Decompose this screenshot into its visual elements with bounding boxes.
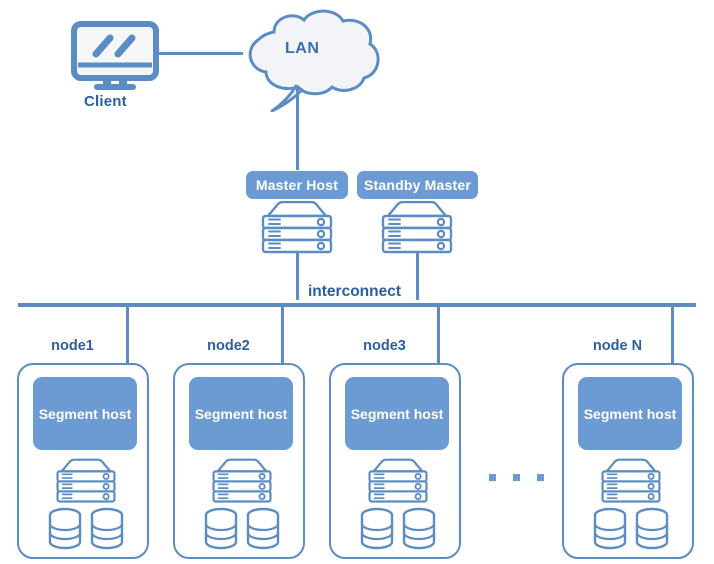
client-to-lan-connector bbox=[157, 52, 243, 55]
node-box-n[interactable]: Segment host bbox=[562, 363, 694, 559]
database-icon bbox=[89, 507, 125, 555]
database-icon bbox=[592, 507, 628, 555]
server-rack-icon bbox=[362, 458, 434, 509]
node2-drop-line bbox=[281, 305, 284, 365]
node-box-2[interactable]: Segment host bbox=[173, 363, 305, 559]
database-icon bbox=[634, 507, 670, 555]
monitor-icon bbox=[70, 20, 160, 97]
node2-label: node2 bbox=[207, 338, 250, 354]
node1-label: node1 bbox=[51, 338, 94, 354]
master-to-interconnect-connector bbox=[296, 252, 299, 300]
server-rack-icon bbox=[595, 458, 667, 509]
master-host-badge[interactable]: Master Host bbox=[246, 171, 348, 199]
database-icon bbox=[401, 507, 437, 555]
server-rack-icon bbox=[50, 458, 122, 509]
lan-label: LAN bbox=[285, 40, 320, 57]
server-rack-icon bbox=[254, 200, 340, 259]
nodeN-label: node N bbox=[592, 338, 643, 354]
ellipsis-dot bbox=[537, 474, 544, 481]
segment-host-n[interactable]: Segment host bbox=[578, 377, 682, 450]
standby-to-interconnect-connector bbox=[416, 252, 419, 300]
server-rack-icon bbox=[374, 200, 460, 259]
segment-host-3[interactable]: Segment host bbox=[345, 377, 449, 450]
server-rack-icon bbox=[206, 458, 278, 509]
node-box-1[interactable]: Segment host bbox=[17, 363, 149, 559]
node3-drop-line bbox=[437, 305, 440, 365]
nodeN-drop-line bbox=[671, 305, 674, 365]
ellipsis-dot bbox=[513, 474, 520, 481]
lan-to-master-connector bbox=[296, 88, 299, 170]
database-icon bbox=[203, 507, 239, 555]
node1-drop-line bbox=[126, 305, 129, 365]
interconnect-bus bbox=[18, 303, 696, 307]
database-icon bbox=[47, 507, 83, 555]
segment-host-1[interactable]: Segment host bbox=[33, 377, 137, 450]
database-icon bbox=[359, 507, 395, 555]
client-label: Client bbox=[84, 93, 127, 110]
ellipsis-dot bbox=[489, 474, 496, 481]
ellipsis-indicator bbox=[489, 474, 544, 481]
interconnect-label: interconnect bbox=[303, 283, 407, 301]
database-icon bbox=[245, 507, 281, 555]
cloud-icon bbox=[228, 4, 388, 117]
segment-host-2[interactable]: Segment host bbox=[189, 377, 293, 450]
standby-master-badge[interactable]: Standby Master bbox=[357, 171, 478, 199]
node-box-3[interactable]: Segment host bbox=[329, 363, 461, 559]
node3-label: node3 bbox=[363, 338, 406, 354]
